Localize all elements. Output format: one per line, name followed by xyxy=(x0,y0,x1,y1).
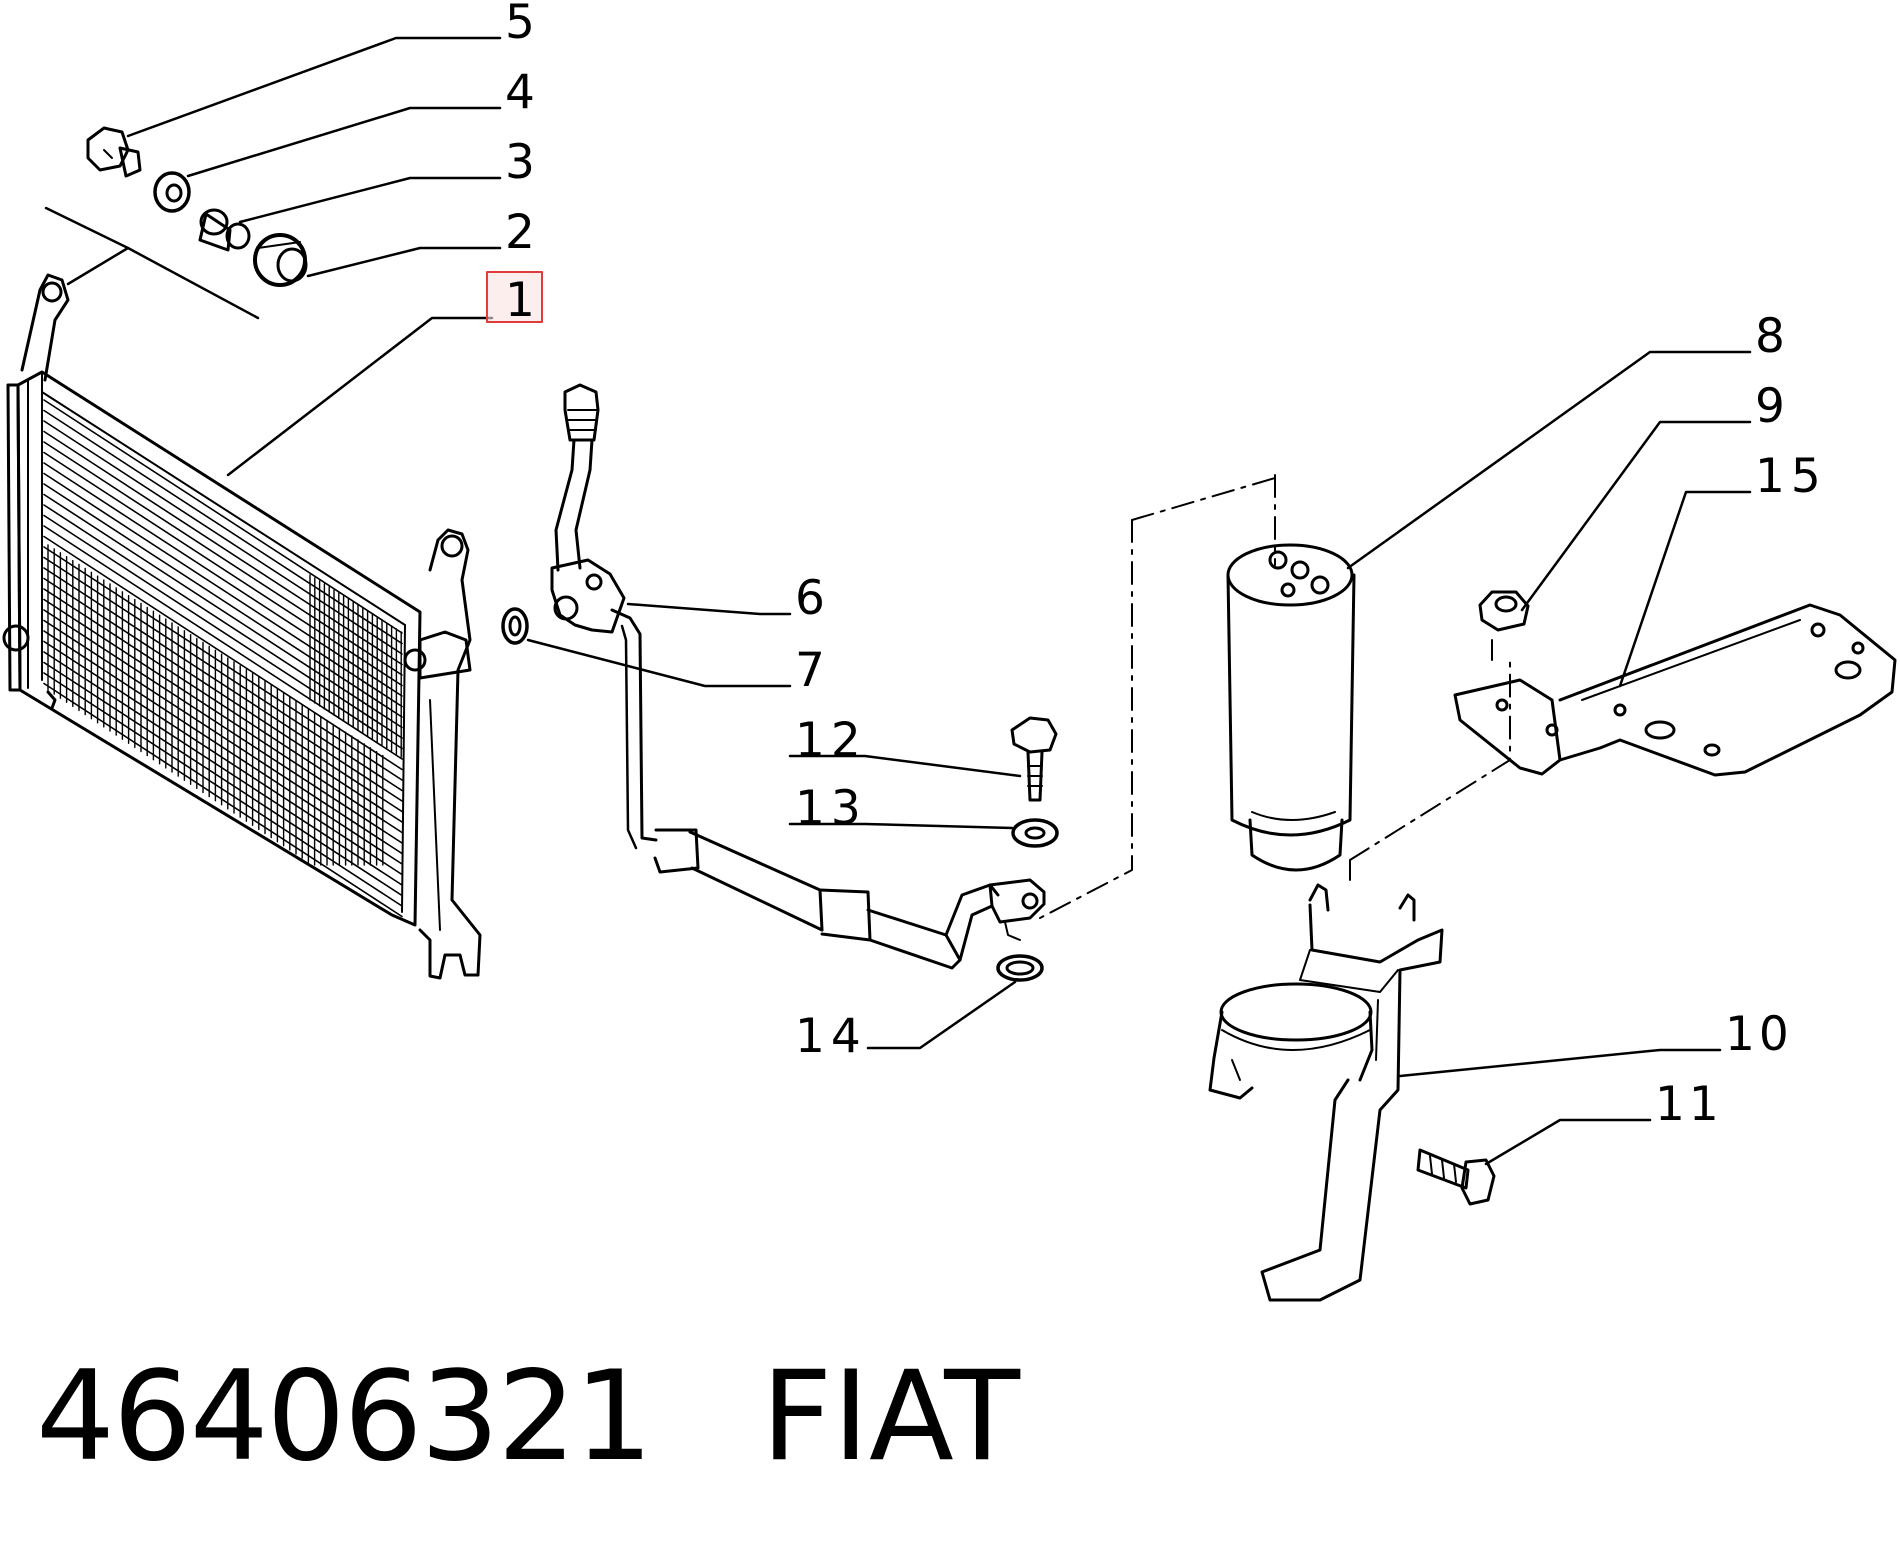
condenser-fin xyxy=(43,409,403,645)
callout-5[interactable]: 5 xyxy=(505,0,535,50)
condenser-fin xyxy=(43,525,403,760)
callout-7[interactable]: 7 xyxy=(795,643,825,698)
condenser-fin xyxy=(43,535,403,771)
condenser-fin xyxy=(43,514,403,750)
washer-part-13[interactable] xyxy=(1011,818,1059,848)
condenser-fin xyxy=(43,472,403,708)
clamp-bracket-part-10[interactable] xyxy=(1208,883,1444,1302)
nut-part-9[interactable] xyxy=(1478,590,1530,632)
spacer-part-3[interactable] xyxy=(198,208,251,252)
condenser-fin xyxy=(43,430,403,666)
receiver-drier-part-8[interactable] xyxy=(1226,543,1356,872)
highlight-box xyxy=(486,271,543,323)
condenser-fin xyxy=(43,399,403,634)
bolt-part-11[interactable] xyxy=(1416,1148,1496,1206)
callout-6[interactable]: 6 xyxy=(795,571,825,626)
callout-12[interactable]: 12 xyxy=(795,713,867,768)
grommet-part-2[interactable] xyxy=(253,233,308,287)
washer-part-4[interactable] xyxy=(153,171,191,213)
condenser-fin xyxy=(43,504,403,739)
assembly-guide-lines xyxy=(44,206,260,320)
o-ring-part-7[interactable] xyxy=(501,607,529,645)
callout-3[interactable]: 3 xyxy=(505,135,535,190)
bolt-part-5[interactable] xyxy=(86,126,142,178)
callout-10[interactable]: 10 xyxy=(1725,1007,1793,1062)
callout-labels: 5 4 3 2 1 6 7 12 13 14 8 9 15 10 11 xyxy=(505,0,1827,1132)
callout-8[interactable]: 8 xyxy=(1755,309,1785,364)
callout-13[interactable]: 13 xyxy=(795,781,867,836)
callout-2[interactable]: 2 xyxy=(505,205,535,260)
condenser-fin xyxy=(43,493,403,729)
condenser-fin xyxy=(43,420,403,655)
callout-4[interactable]: 4 xyxy=(505,65,535,120)
condenser-fin xyxy=(43,462,403,697)
o-ring-part-14[interactable] xyxy=(996,954,1044,982)
pipe-part-6[interactable] xyxy=(550,383,1046,970)
callout-14[interactable]: 14 xyxy=(795,1009,867,1064)
condenser-fin xyxy=(43,451,403,687)
brand-name: FIAT xyxy=(761,1345,1020,1489)
mounting-bracket-part-15[interactable] xyxy=(1453,603,1897,777)
callout-1[interactable]: 1 xyxy=(505,273,535,328)
callout-11[interactable]: 11 xyxy=(1655,1077,1723,1132)
condenser-fin xyxy=(43,483,403,718)
callout-9[interactable]: 9 xyxy=(1755,379,1785,434)
leader-lines xyxy=(126,36,1752,1166)
part-number: 46406321 xyxy=(36,1345,653,1489)
bolt-part-12[interactable] xyxy=(1010,716,1058,802)
alignment-lines xyxy=(1039,474,1511,919)
condenser-fin xyxy=(43,441,403,676)
condenser-part[interactable] xyxy=(2,273,482,980)
callout-15[interactable]: 15 xyxy=(1755,449,1827,504)
